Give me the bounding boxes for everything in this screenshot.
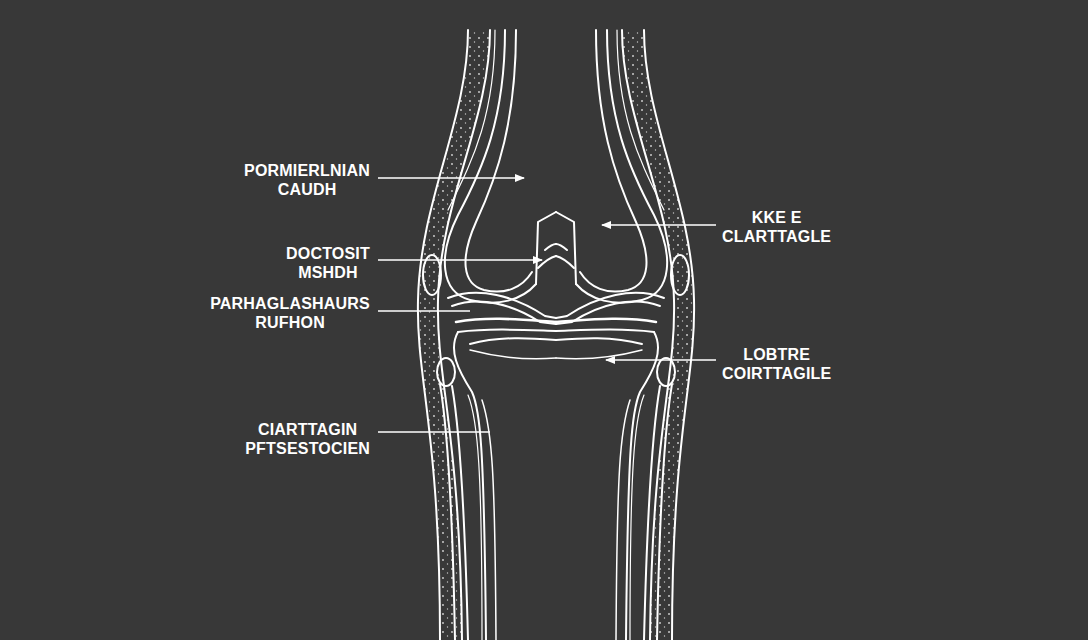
leader-line <box>606 359 716 361</box>
leader-line <box>602 224 716 226</box>
part-label: CIARTTAGIN PFTSESTOCIEN <box>245 420 370 458</box>
part-label: PORMIERLNIAN CAUDH <box>244 161 370 199</box>
leader-line <box>378 259 542 261</box>
leader-line <box>378 310 470 312</box>
leader-line <box>378 431 490 433</box>
part-label: KKE E CLARTTAGLE <box>722 208 831 246</box>
leader-line <box>378 177 524 179</box>
part-label: LOBTRE COIRTTAGILE <box>722 345 831 383</box>
part-label: DOCTOSIT MSHDH <box>286 244 370 282</box>
part-label: PARHAGLASHAURS RUFHON <box>210 294 370 332</box>
